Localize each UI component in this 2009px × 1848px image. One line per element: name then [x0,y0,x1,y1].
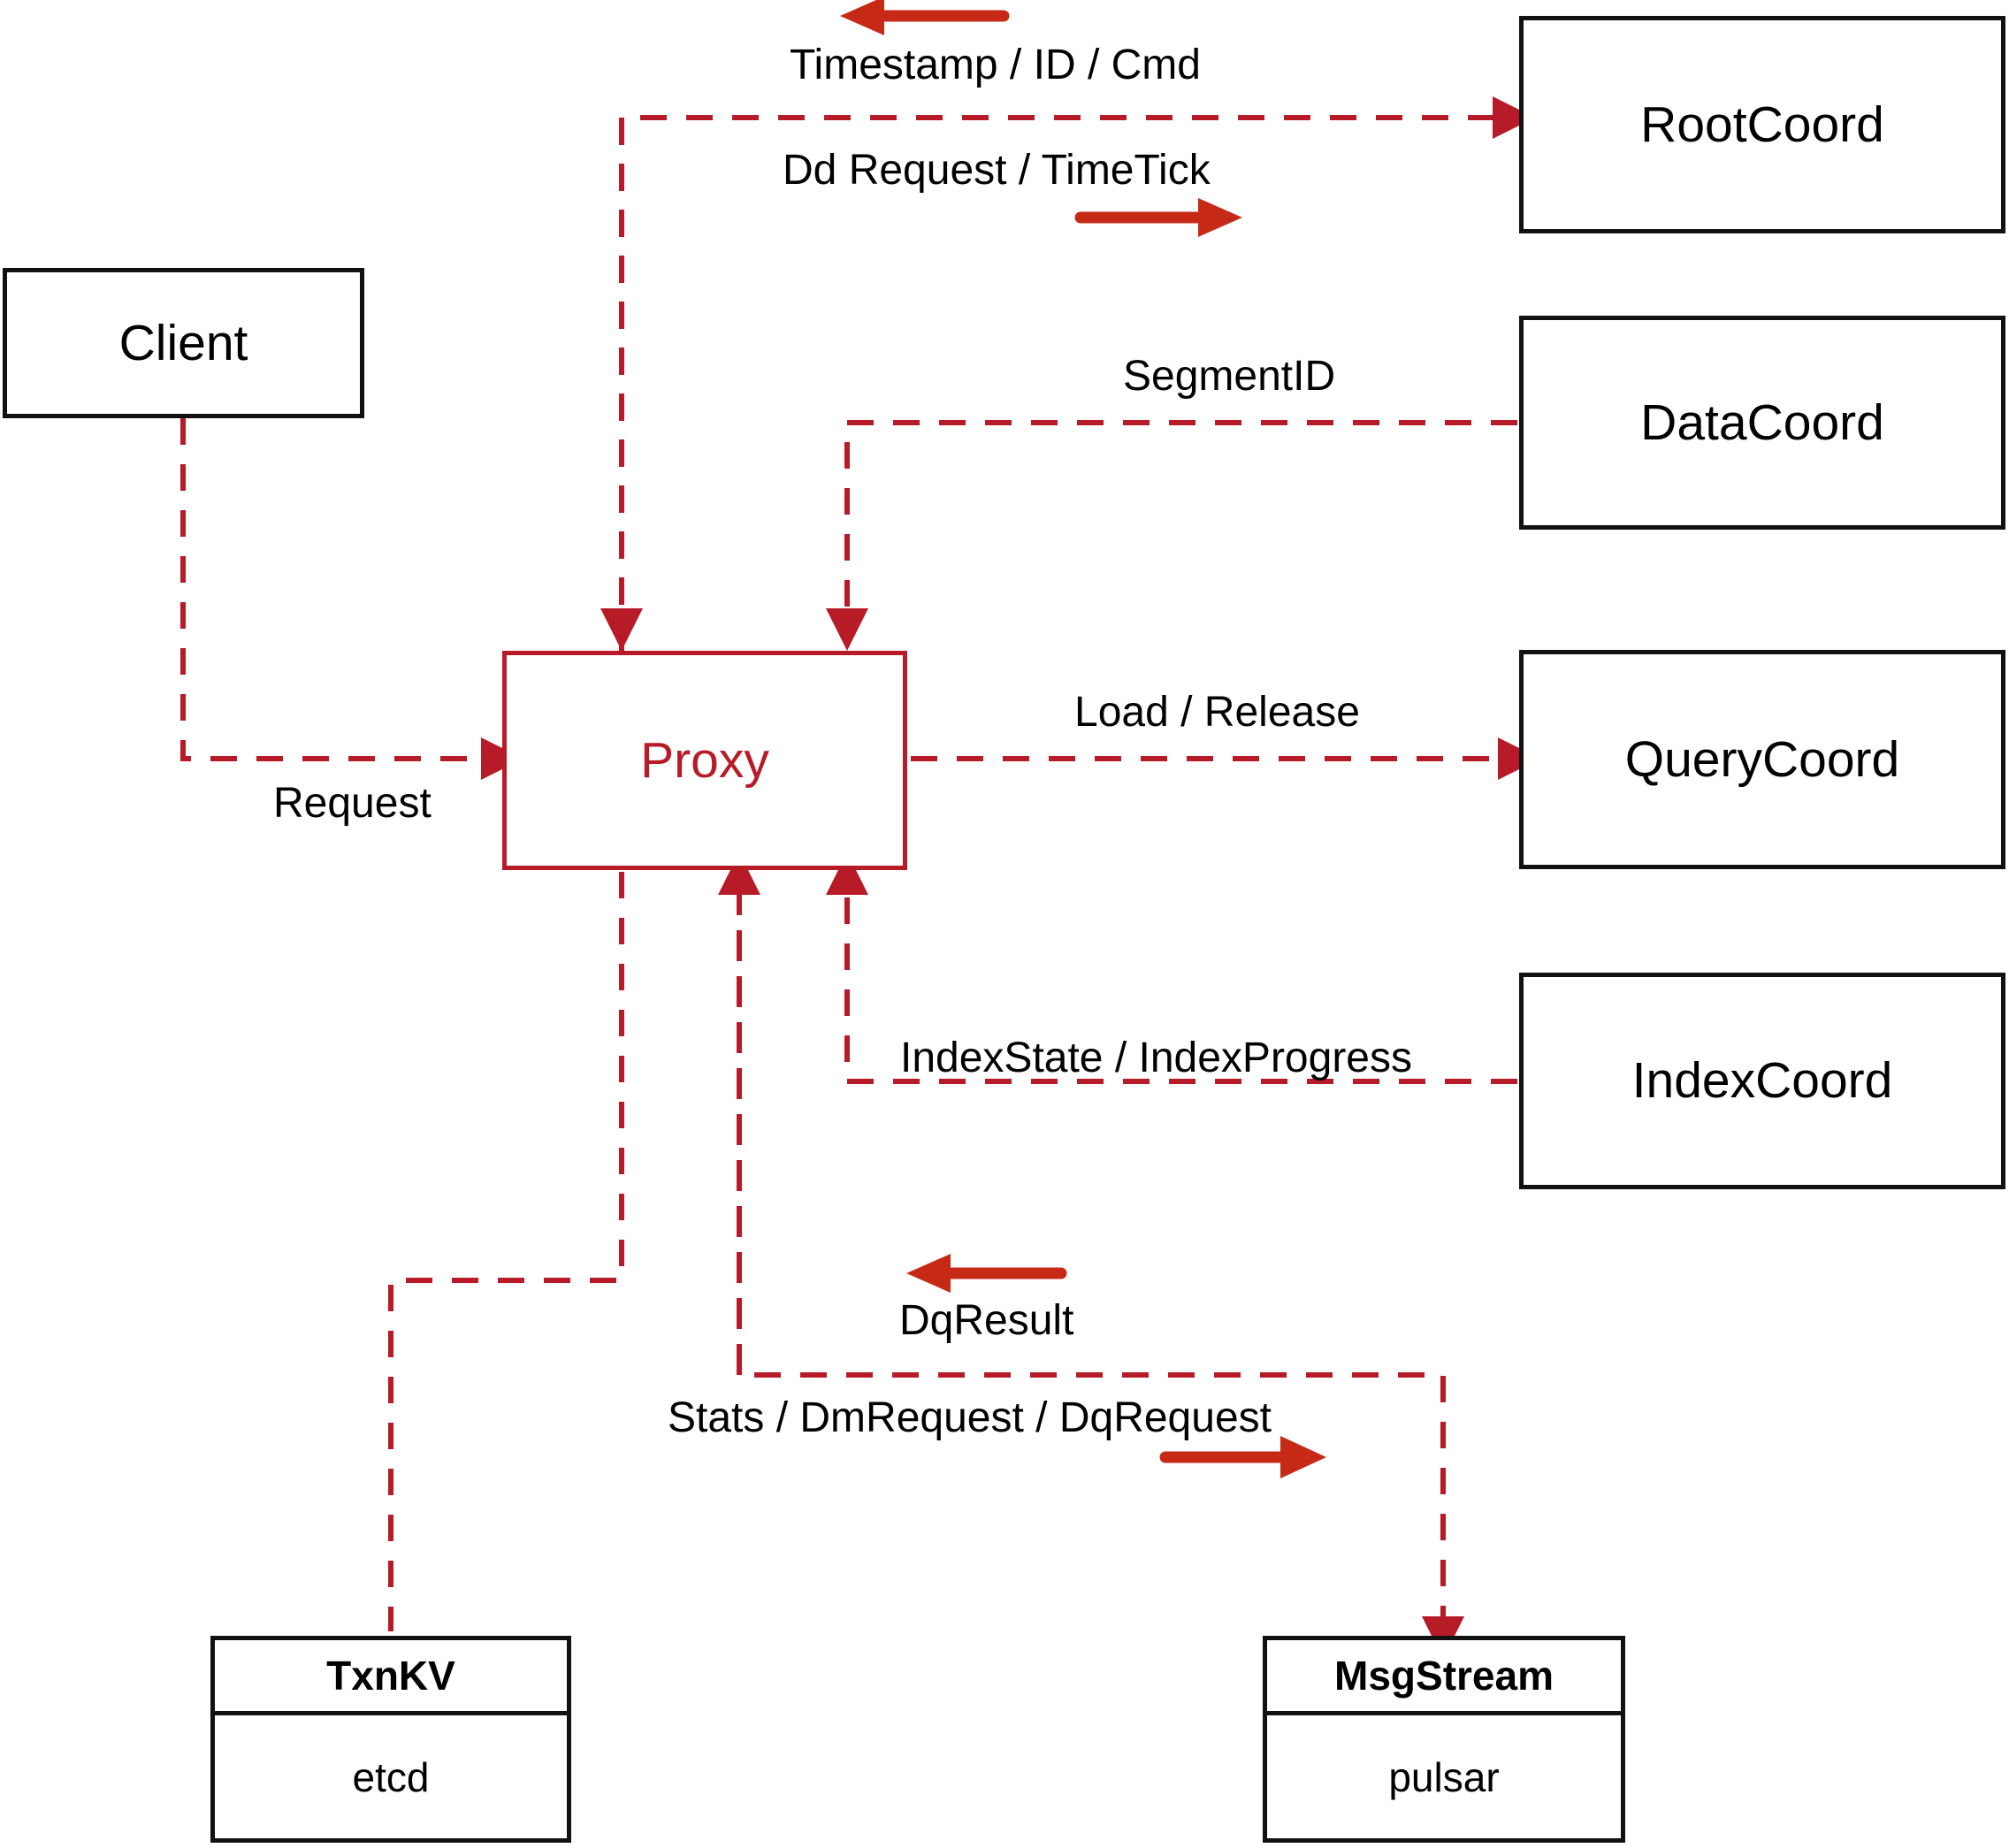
direction-arrow-stats-dm-dq-request [1159,1436,1326,1478]
edge-label-request: Request [273,780,432,827]
node-proxy-label: Proxy [640,731,769,789]
store-txnkv-impl: etcd [352,1753,430,1800]
store-txnkv-header: TxnKV [215,1640,567,1715]
edge-datacoord-to-proxy [826,420,1517,651]
store-msgstream-header: MsgStream [1267,1640,1621,1715]
direction-arrow-timestamp-id-cmd [840,0,1010,35]
direction-arrow-dq-result [906,1254,1067,1293]
edge-client-to-proxy [180,418,523,780]
node-rootcoord-label: RootCoord [1640,95,1884,153]
node-proxy[interactable]: Proxy [502,651,907,870]
edge-proxy-to-txnkv [388,872,624,1631]
node-querycoord-label: QueryCoord [1624,730,1900,788]
node-indexcoord[interactable]: IndexCoord [1519,973,2005,1189]
direction-arrow-dd-request-timetick [1074,198,1242,237]
node-client[interactable]: Client [3,268,364,418]
node-indexcoord-label: IndexCoord [1631,1052,1893,1110]
edge-proxy-msgstream [737,884,1464,1659]
node-rootcoord[interactable]: RootCoord [1519,16,2005,233]
store-msgstream-body: pulsar [1267,1715,1621,1838]
store-txnkv-body: etcd [215,1715,567,1838]
edge-label-dd-request-timetick: Dd Request / TimeTick [783,147,1211,194]
edge-label-dq-result: DqResult [899,1297,1074,1344]
store-txnkv[interactable]: TxnKV etcd [210,1636,571,1843]
store-msgstream-impl: pulsar [1388,1753,1500,1800]
edge-proxy-to-rootcoord [619,96,1535,651]
node-datacoord[interactable]: DataCoord [1519,316,2005,530]
edge-label-index-state-progress: IndexState / IndexProgress [900,1035,1412,1081]
node-client-label: Client [118,314,248,371]
edge-label-segment-id: SegmentID [1123,353,1336,400]
store-msgstream[interactable]: MsgStream pulsar [1263,1636,1625,1843]
edge-label-load-release: Load / Release [1074,689,1360,736]
edge-label-stats-dm-dq-request: Stats / DmRequest / DqRequest [668,1394,1272,1441]
edge-label-timestamp-id-cmd: Timestamp / ID / Cmd [790,42,1201,88]
node-querycoord[interactable]: QueryCoord [1519,650,2005,869]
store-msgstream-title: MsgStream [1334,1653,1554,1699]
store-txnkv-title: TxnKV [326,1653,455,1699]
node-datacoord-label: DataCoord [1640,393,1884,451]
